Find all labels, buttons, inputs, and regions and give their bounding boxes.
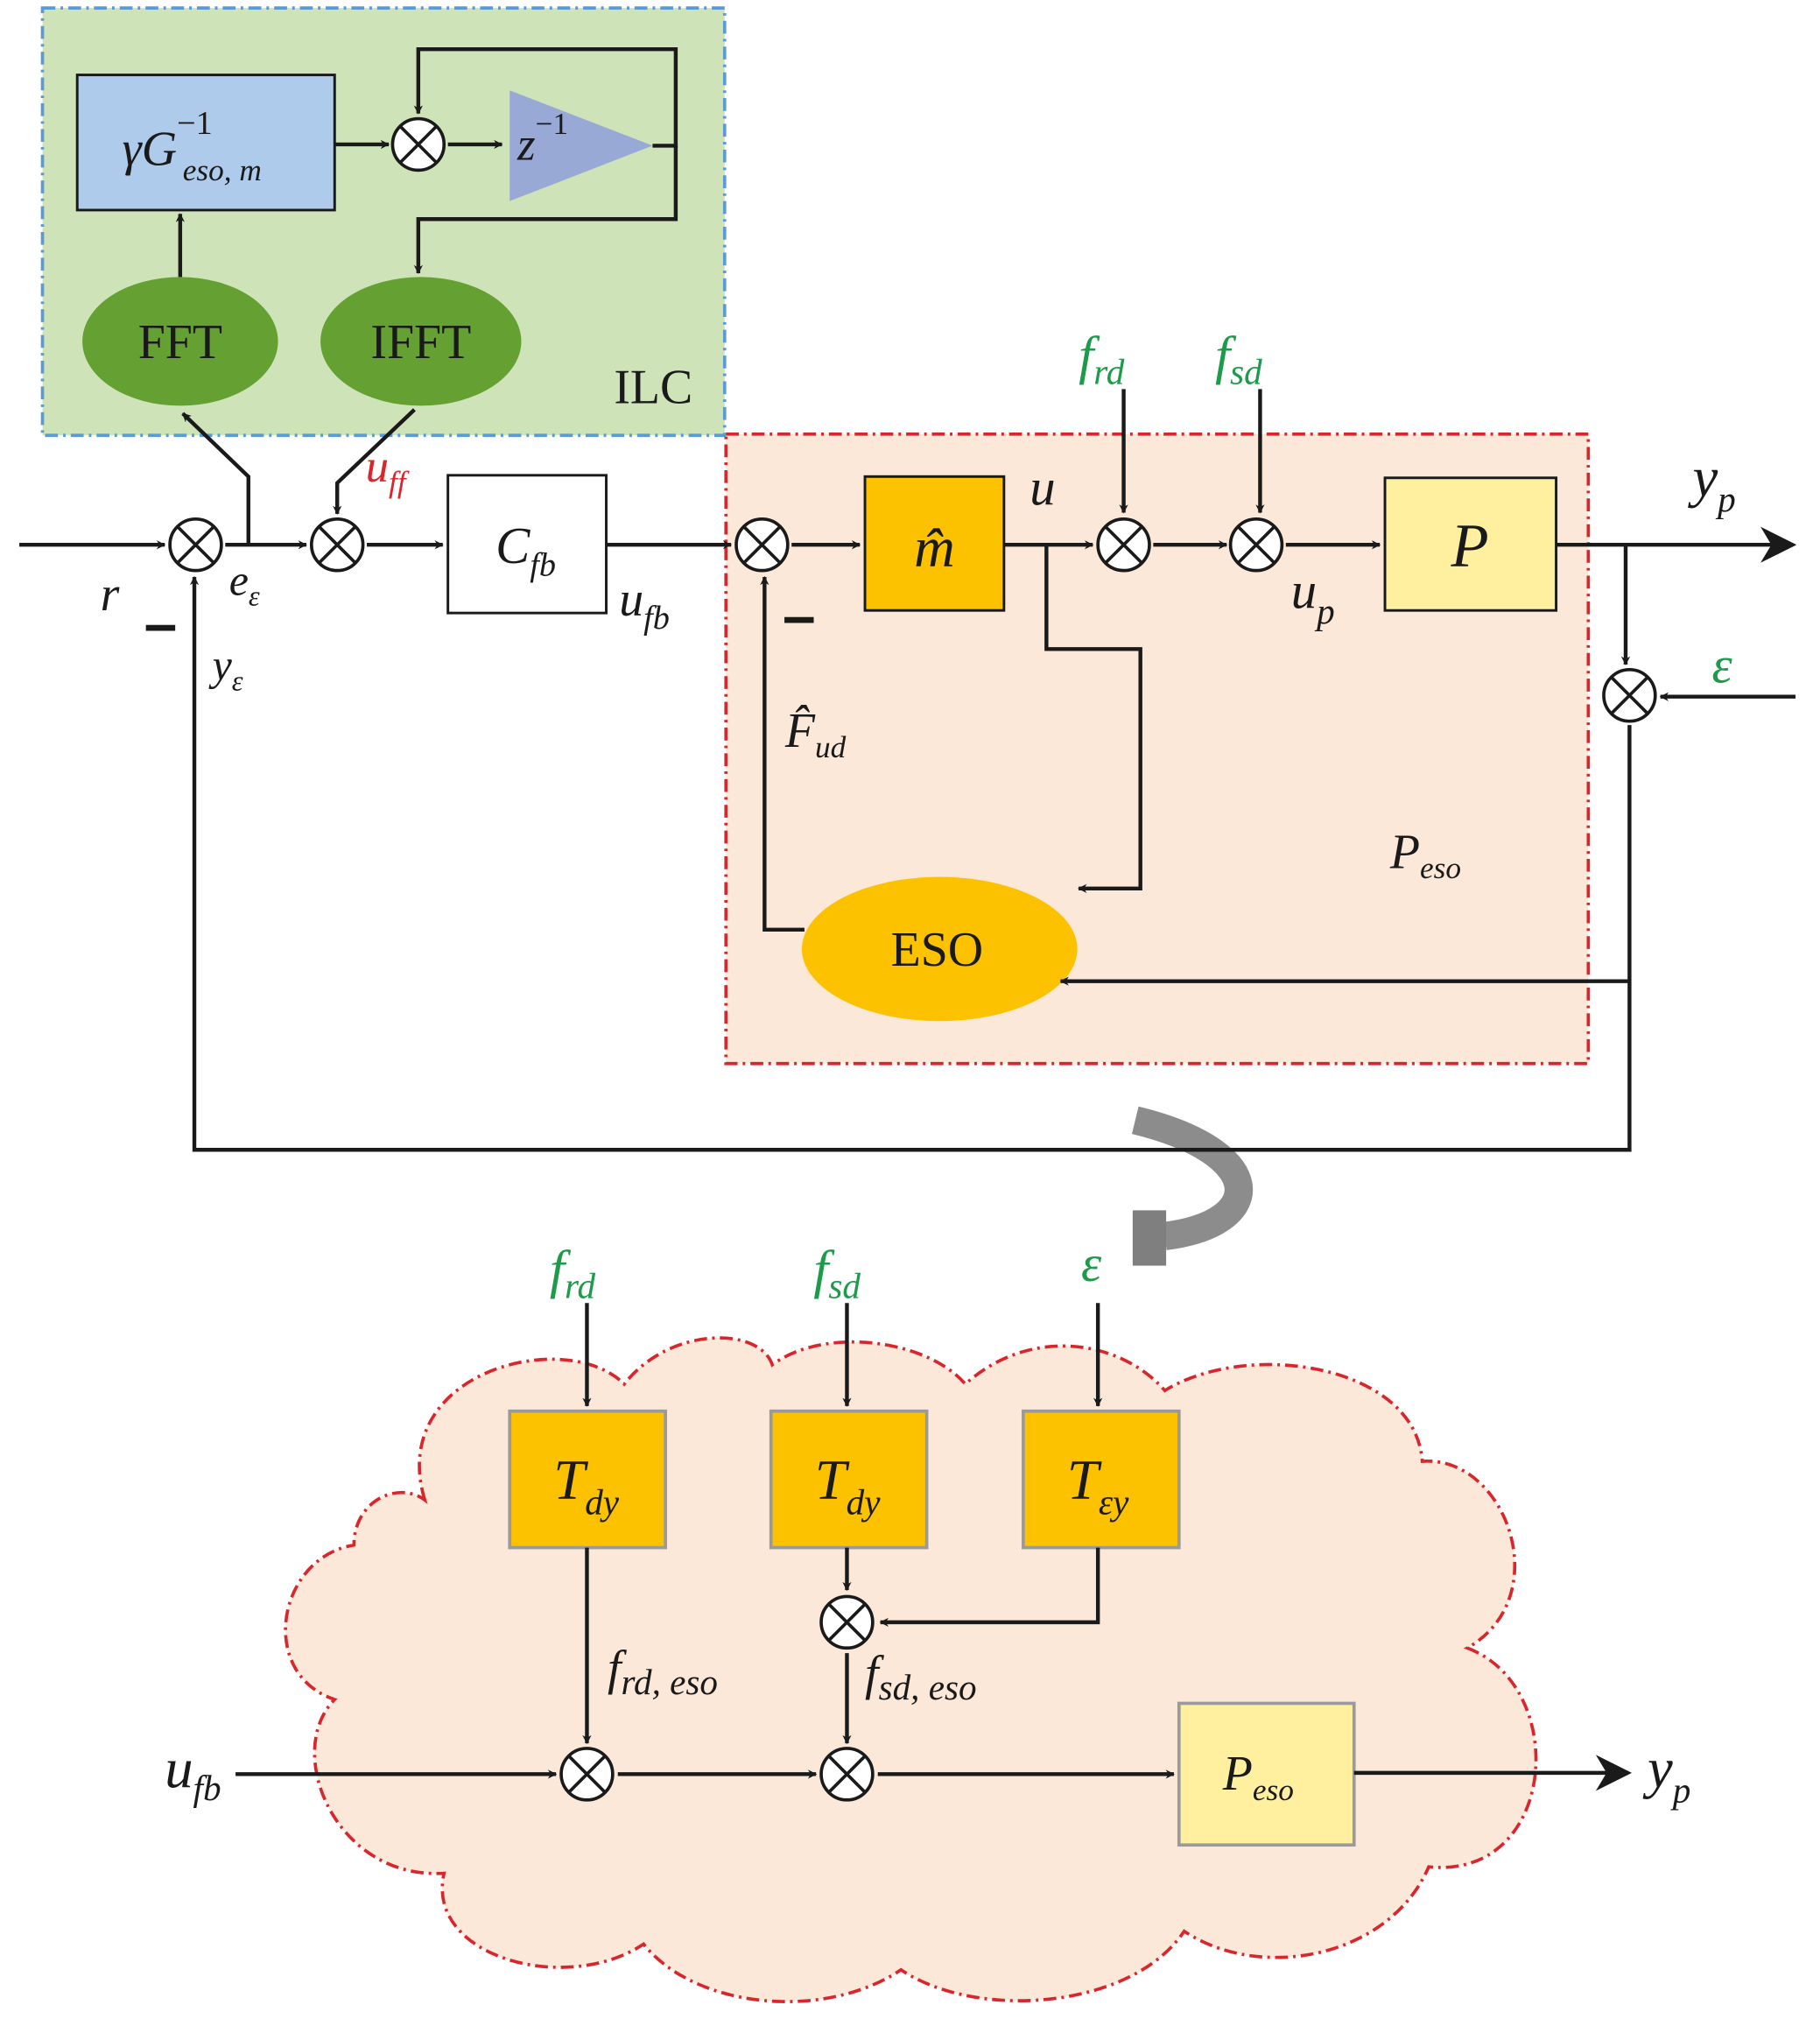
e-eps-label: eε	[229, 556, 260, 612]
wires-bottom	[235, 1303, 1175, 1779]
tdy-block-1	[508, 1409, 667, 1550]
tey-label: Tεy	[1067, 1448, 1129, 1523]
delay-label: z−1	[516, 107, 568, 170]
y-eps-label: yε	[208, 641, 243, 697]
sum-junction-error	[168, 517, 223, 573]
f-sd-label-bottom: fsd	[813, 1241, 861, 1306]
f-sd-label-top: fsd	[1215, 327, 1262, 392]
sum-junction-noise	[1602, 668, 1657, 723]
bottom-sum-junction-1	[559, 1747, 615, 1802]
r-label: r	[101, 567, 120, 622]
p-eso-label-bottom: Peso	[1222, 1747, 1294, 1807]
tdy-block-2	[769, 1409, 929, 1550]
f-rd-label-bottom: frd	[550, 1241, 596, 1306]
m-hat-label: m̂	[914, 516, 955, 579]
eso-ellipse	[801, 876, 1078, 1022]
ilc-label: ILC	[614, 360, 692, 414]
u-ff-label: uff	[366, 441, 410, 499]
peso-block	[1177, 1701, 1356, 1847]
tdy-label-1: Tdy	[553, 1448, 620, 1523]
m-hat-block	[863, 475, 1006, 612]
u-fb-label: ufb	[619, 573, 670, 637]
ifft-label: IFFT	[370, 315, 471, 369]
wires-top	[19, 46, 1796, 1152]
p-eso-label-top: Peso	[1389, 825, 1461, 885]
sum-junction-frd	[1096, 517, 1151, 573]
expansion-connector	[1131, 1106, 1254, 1250]
tdy-label-2: Tdy	[815, 1448, 882, 1523]
expansion-connector-tab	[1132, 1210, 1167, 1266]
minus-left: –	[144, 591, 178, 657]
tey-block	[1022, 1409, 1181, 1550]
cfb-block	[446, 474, 608, 615]
f-rd-label-top: frd	[1079, 327, 1125, 392]
bottom-sum-junction-sd-eps	[819, 1594, 875, 1650]
u-fb-label-bottom: ufb	[165, 1736, 221, 1808]
sum-junction-fsd	[1228, 517, 1284, 573]
fft-ellipse	[82, 277, 278, 406]
bottom-sum-junction-2	[819, 1747, 875, 1802]
ifft-ellipse	[320, 277, 522, 406]
epsilon-label-top: ε	[1711, 637, 1732, 694]
delay-triangle	[509, 90, 653, 201]
plant-label: P	[1451, 512, 1489, 580]
f-sd-eso-label: fsd, eso	[865, 1646, 977, 1707]
eso-label: ESO	[891, 923, 984, 977]
ilc-sum-junction	[390, 116, 446, 172]
epsilon-label-bottom: ε	[1081, 1235, 1102, 1292]
f-ud-hat-label: F̂ud	[784, 704, 847, 764]
ilc-gain-block	[75, 74, 336, 212]
cfb-label: Cfb	[495, 517, 556, 584]
sum-junction-feedforward	[309, 517, 365, 573]
fft-label: FFT	[138, 315, 222, 369]
minus-inner: –	[783, 584, 816, 650]
plant-block	[1383, 476, 1558, 612]
summing-junctions	[168, 116, 1657, 1802]
u-label: u	[1029, 460, 1055, 517]
y-p-label-bottom: yp	[1642, 1736, 1690, 1811]
y-p-label-top: yp	[1687, 445, 1735, 519]
u-p-label: up	[1291, 562, 1335, 631]
sum-junction-eso	[734, 517, 790, 573]
